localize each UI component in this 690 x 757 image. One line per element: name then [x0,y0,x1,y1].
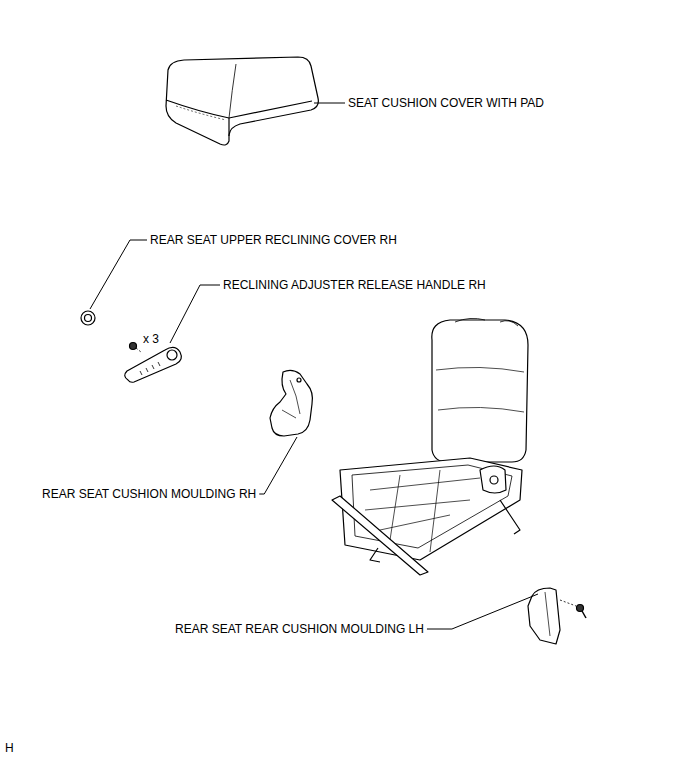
figure-code: H [5,741,14,755]
quantity-label: x 3 [143,332,159,346]
leader-line [314,103,345,104]
part-label: REAR SEAT CUSHION MOULDING RH [42,487,256,501]
leader-line [170,285,220,343]
part-label: SEAT CUSHION COVER WITH PAD [348,96,544,110]
part-label: REAR SEAT REAR CUSHION MOULDING LH [175,622,424,636]
leader-line [90,240,147,309]
leader-line [427,594,538,629]
leader-line [259,437,297,494]
part-label: RECLINING ADJUSTER RELEASE HANDLE RH [223,278,486,292]
part-label: REAR SEAT UPPER RECLINING COVER RH [150,233,397,247]
